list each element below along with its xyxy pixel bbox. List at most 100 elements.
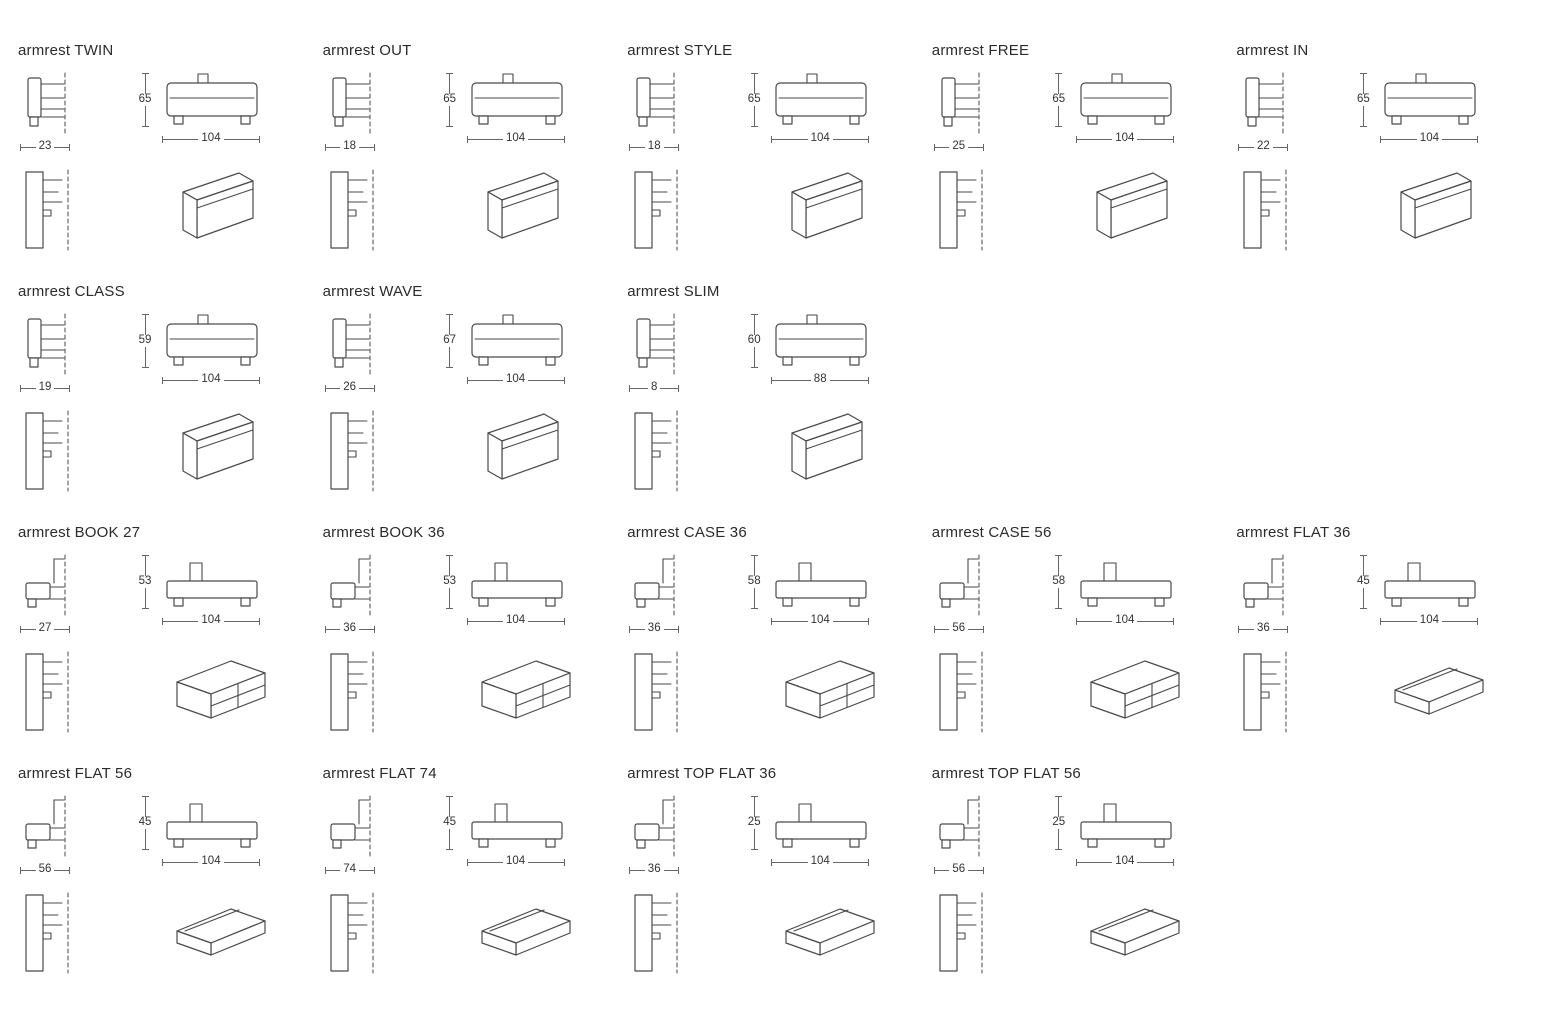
plan-view bbox=[323, 166, 415, 252]
isometric-view bbox=[441, 648, 609, 734]
armrest-profile-drawing bbox=[775, 803, 867, 848]
plan-view bbox=[18, 407, 110, 493]
dimension-tick bbox=[259, 617, 260, 625]
armrest-title: armrest BOOK 36 bbox=[322, 524, 445, 541]
armrest-height-dimension: 25 bbox=[1050, 796, 1068, 850]
dimension-tick bbox=[20, 866, 21, 874]
dimension-tick bbox=[1075, 135, 1077, 143]
armrest-height-dimension: 25 bbox=[745, 796, 763, 850]
side-profile-view: 65 bbox=[1050, 71, 1218, 154]
armrest-isometric-drawing bbox=[785, 908, 875, 956]
armrest-height-dimension: 53 bbox=[441, 555, 459, 609]
dimension-line bbox=[144, 315, 146, 336]
armrest-height-value: 65 bbox=[1052, 93, 1066, 106]
dimension-line bbox=[1076, 861, 1113, 863]
dimension-line bbox=[772, 620, 808, 622]
dimension-line bbox=[359, 628, 374, 630]
isometric-view bbox=[1050, 648, 1218, 734]
dimension-line bbox=[1137, 861, 1173, 863]
dimension-line bbox=[1058, 587, 1060, 608]
dimension-tick bbox=[750, 849, 758, 850]
armrest-depth-value: 104 bbox=[201, 855, 221, 868]
armrest-isometric-drawing bbox=[480, 908, 571, 956]
dimension-line bbox=[449, 346, 451, 367]
armrest-depth-value: 104 bbox=[810, 132, 830, 145]
dimension-line bbox=[144, 346, 146, 367]
armrest-width-value: 74 bbox=[343, 863, 356, 876]
dimension-line bbox=[528, 138, 564, 140]
dimension-tick bbox=[324, 384, 326, 392]
armrest-height-value: 45 bbox=[1357, 575, 1370, 588]
armrest-height-value: 67 bbox=[443, 334, 456, 347]
dimension-tick bbox=[162, 617, 163, 625]
plan-view bbox=[932, 648, 1024, 734]
plan-view bbox=[323, 407, 415, 493]
side-profile-row: 53 bbox=[136, 553, 304, 611]
armrest-profile-drawing bbox=[470, 562, 563, 607]
dimension-line bbox=[325, 146, 341, 148]
armrest-height-value: 65 bbox=[443, 93, 456, 106]
dimension-tick bbox=[373, 143, 375, 151]
side-profile-row: 65 bbox=[745, 71, 913, 129]
dimension-tick bbox=[373, 625, 375, 633]
dimension-line bbox=[325, 869, 341, 871]
side-profile-row: 58 bbox=[745, 553, 913, 611]
dimension-tick bbox=[678, 384, 680, 392]
armrest-depth-dimension: 104 bbox=[162, 373, 260, 387]
front-section-view: 22 bbox=[1236, 71, 1328, 154]
armrest-profile-drawing bbox=[470, 314, 563, 366]
dimension-line bbox=[1076, 138, 1113, 140]
dimension-line bbox=[1058, 105, 1060, 126]
dimension-line bbox=[1362, 556, 1364, 577]
dimension-tick bbox=[629, 866, 631, 874]
front-section-view: 8 bbox=[627, 312, 719, 395]
dimension-line bbox=[449, 828, 451, 849]
armrest-profile-drawing bbox=[166, 314, 258, 366]
dimension-tick bbox=[629, 384, 631, 392]
armrest-width-dimension: 56 bbox=[20, 863, 71, 877]
armrest-plan-drawing bbox=[634, 410, 678, 492]
armrest-drawing-grid: 36 45 bbox=[1236, 553, 1541, 734]
dimension-tick bbox=[868, 858, 870, 866]
dimension-line bbox=[163, 138, 199, 140]
armrest-title: armrest TOP FLAT 56 bbox=[931, 765, 1081, 782]
armrest-cell: armrest CLASS bbox=[18, 283, 323, 524]
dimension-line bbox=[753, 346, 755, 367]
armrest-isometric-drawing bbox=[182, 172, 254, 239]
armrest-width-dimension: 36 bbox=[1238, 622, 1289, 636]
armrest-height-dimension: 65 bbox=[441, 73, 459, 127]
dimension-line bbox=[144, 587, 146, 608]
armrest-title: armrest FLAT 56 bbox=[18, 765, 133, 782]
dimension-line bbox=[630, 387, 648, 389]
side-profile-row: 65 bbox=[136, 71, 304, 129]
armrest-depth-value: 104 bbox=[201, 373, 221, 386]
dimension-line bbox=[832, 138, 869, 140]
armrest-depth-value: 104 bbox=[201, 614, 221, 627]
armrest-width-value: 27 bbox=[38, 622, 52, 635]
armrest-drawing-grid: 25 65 bbox=[932, 71, 1237, 252]
armrest-depth-value: 104 bbox=[810, 855, 830, 868]
dimension-line bbox=[223, 138, 259, 140]
dimension-tick bbox=[629, 625, 631, 633]
isometric-view bbox=[136, 166, 304, 252]
dimension-tick bbox=[678, 143, 680, 151]
front-section-view: 36 bbox=[323, 553, 415, 636]
dimension-tick bbox=[1477, 617, 1479, 625]
dimension-line bbox=[163, 620, 199, 622]
side-profile-row: 67 bbox=[441, 312, 609, 370]
armrest-drawing-grid: 19 59 bbox=[18, 312, 323, 493]
dimension-line bbox=[1272, 146, 1288, 148]
armrest-title: armrest BOOK 27 bbox=[18, 524, 141, 541]
dimension-tick bbox=[446, 367, 454, 368]
dimension-tick bbox=[324, 866, 326, 874]
plan-view bbox=[18, 166, 110, 252]
armrest-drawing-grid: 56 58 bbox=[932, 553, 1237, 734]
dimension-tick bbox=[20, 143, 21, 151]
catalog-grid: armrest TWIN bbox=[18, 42, 1541, 1006]
armrest-cell: armrest TOP FLAT 36 bbox=[627, 765, 932, 1006]
armrest-width-dimension: 25 bbox=[933, 140, 984, 154]
front-section-view: 56 bbox=[932, 553, 1024, 636]
armrest-plan-drawing bbox=[939, 892, 983, 974]
armrest-height-dimension: 58 bbox=[745, 555, 763, 609]
dimension-line bbox=[934, 628, 950, 630]
